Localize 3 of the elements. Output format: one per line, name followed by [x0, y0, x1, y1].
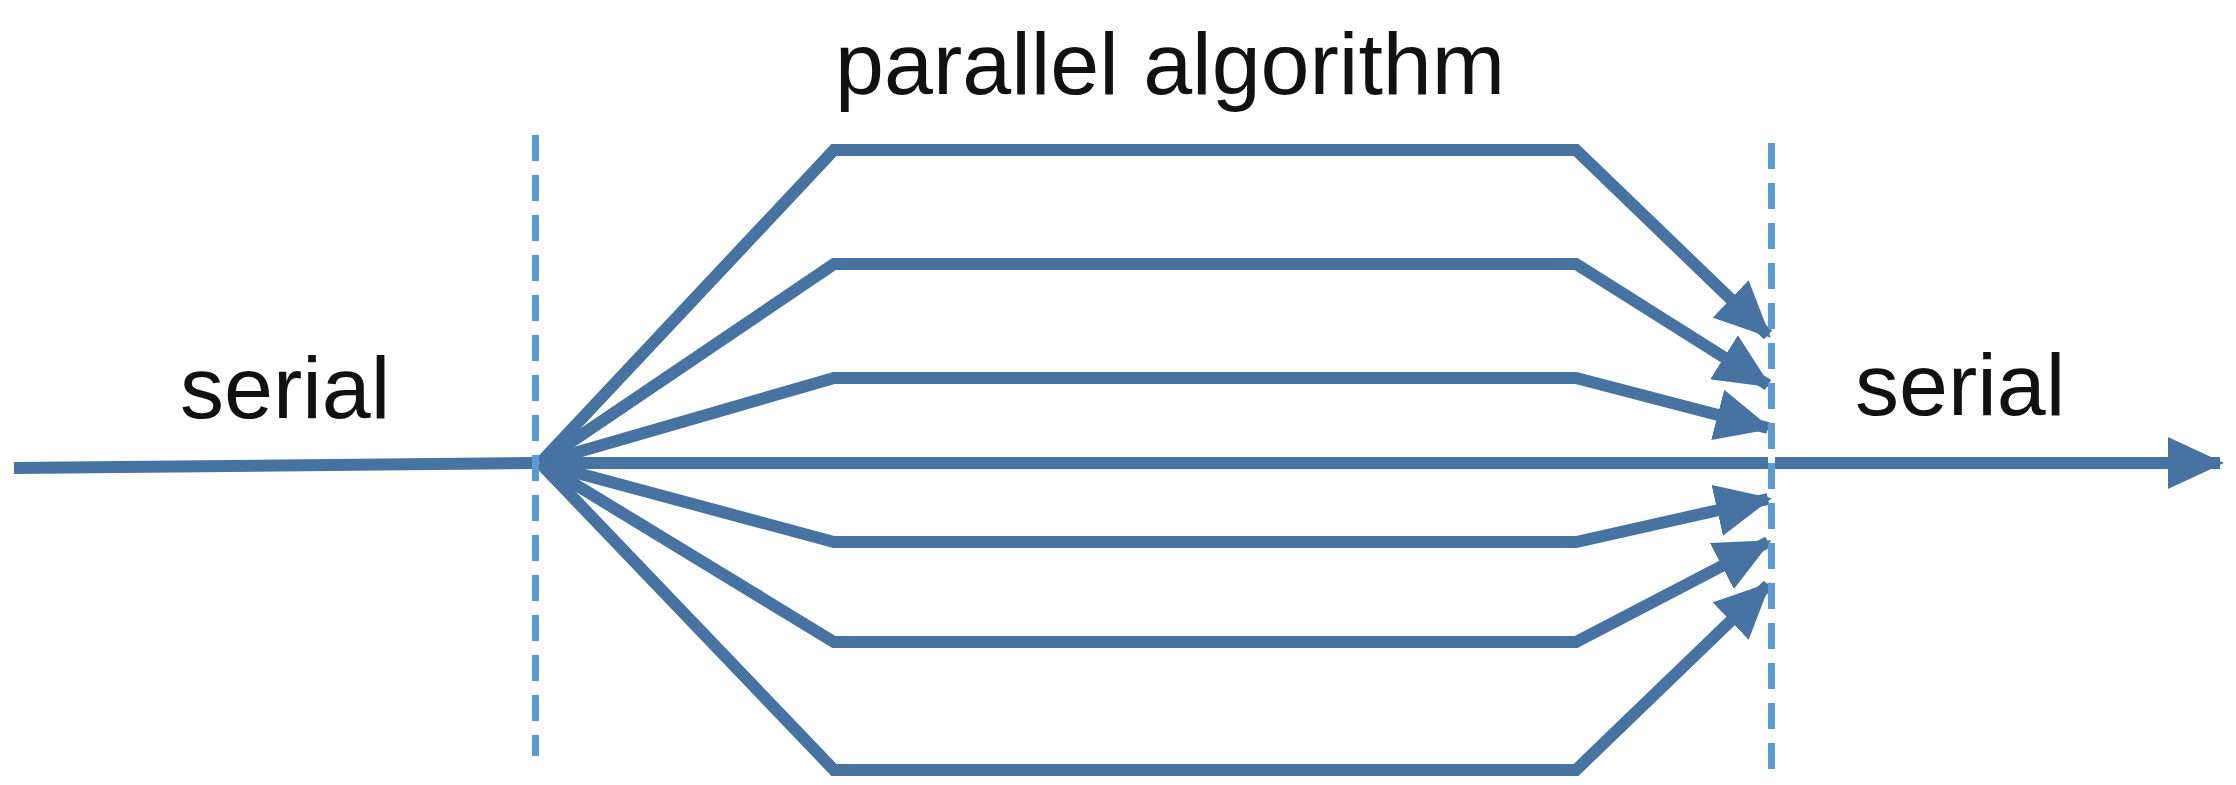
section-label: serial — [180, 344, 391, 432]
arrow — [1775, 437, 2224, 489]
section-label: serial — [1855, 341, 2066, 429]
